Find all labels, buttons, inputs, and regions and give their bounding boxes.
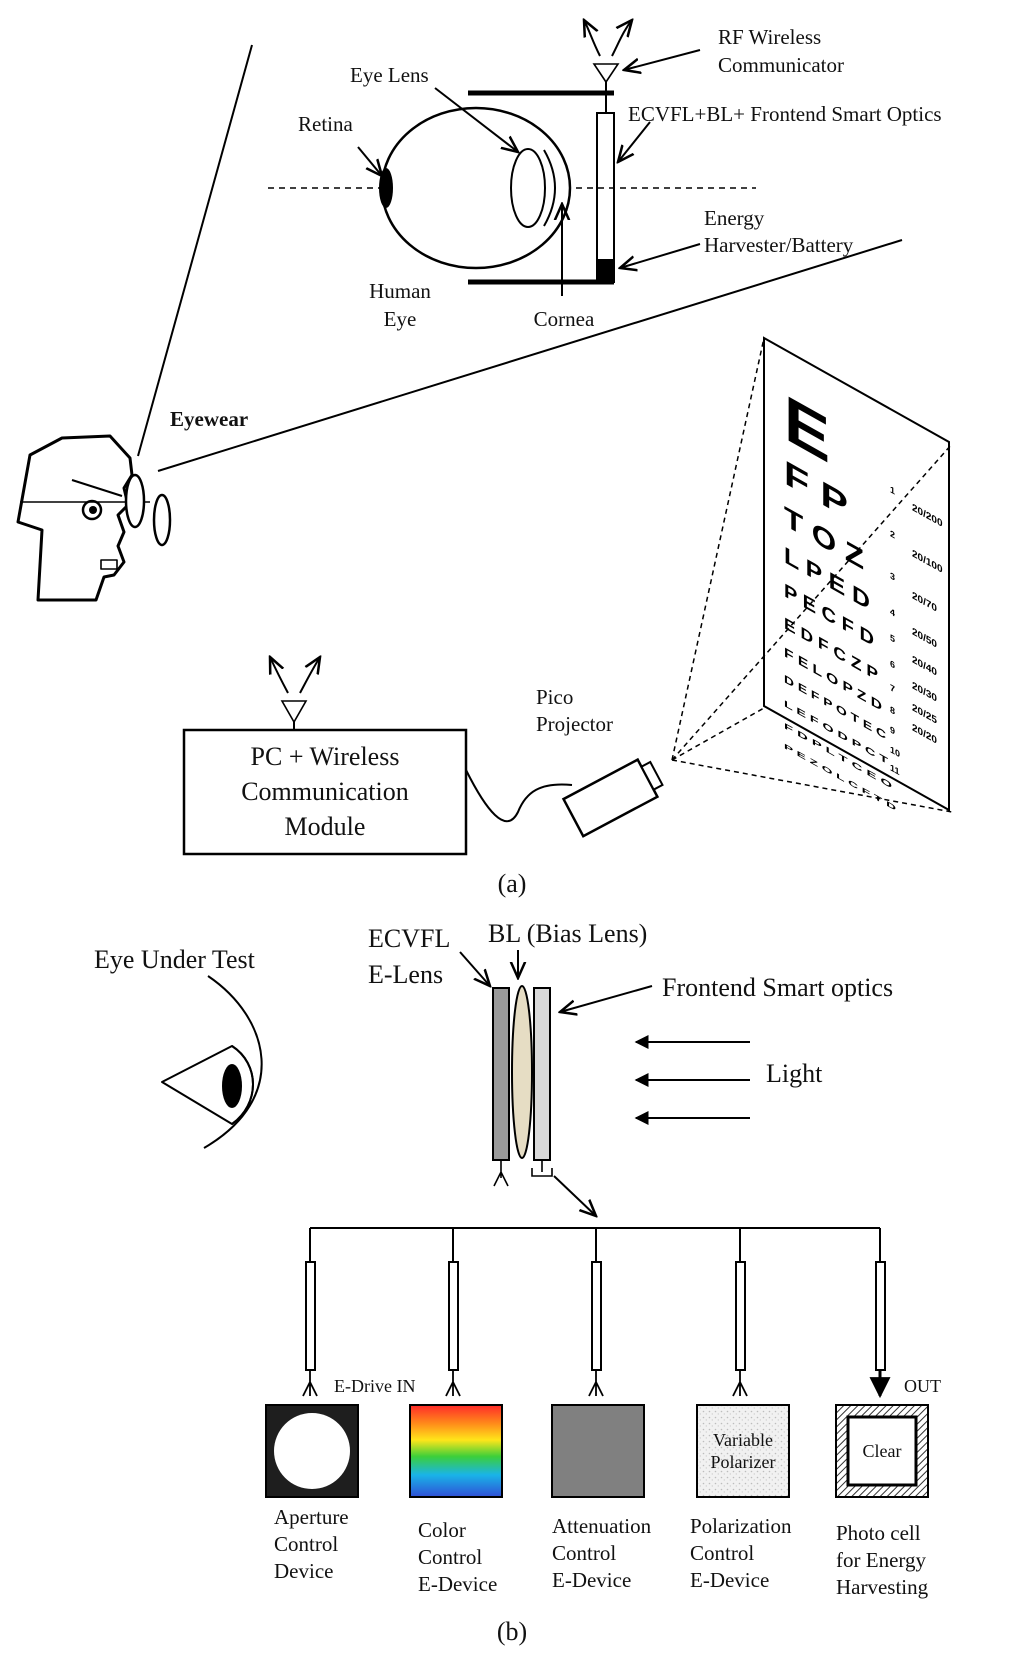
pico-projector-icon <box>561 757 664 838</box>
device-bus <box>309 1227 881 1262</box>
chart-line-number-6: 6 <box>890 659 896 672</box>
polarizer-label: Polarizer <box>711 1452 776 1472</box>
eye-chart: EF PT O ZL P E DP E C F DE D F C Z PF E … <box>763 336 950 813</box>
eye-under-test-icon <box>161 975 263 1149</box>
chart-line-number-4: 4 <box>890 607 896 620</box>
light-label: Light <box>766 1059 823 1088</box>
ecvfl-label-line2: E-Lens <box>368 960 443 989</box>
pc-antenna-icon <box>270 657 320 730</box>
panel-b-caption: (b) <box>497 1617 527 1646</box>
rf-pointer <box>624 49 701 70</box>
device-1-line1: Color <box>418 1518 466 1542</box>
chart-line-number-5: 5 <box>890 633 896 646</box>
chart-line-number-1: 1 <box>890 485 896 498</box>
eye-lens-shape <box>510 148 546 228</box>
frontend-bus-pointer <box>553 1175 596 1216</box>
device-2-line1: Attenuation <box>552 1514 652 1538</box>
chart-line-number-10: 10 <box>890 745 900 761</box>
device-2-line3: E-Device <box>552 1568 631 1592</box>
ecvfl-label-line1: ECVFL <box>368 924 450 953</box>
eye-lens-pointer <box>434 87 518 152</box>
pc-label-line3: Module <box>285 812 366 841</box>
device-4-line1: Photo cell <box>836 1521 921 1545</box>
chart-line-number-11: 11 <box>890 763 900 779</box>
pc-wireless-module <box>182 728 468 856</box>
retina-pointer <box>357 146 382 176</box>
device-cables <box>305 1261 886 1371</box>
out-label: OUT <box>904 1376 941 1396</box>
frontend-smart-optics <box>533 987 551 1161</box>
rf-label-line1: RF Wireless <box>718 25 821 49</box>
frontend-optics-label: Frontend Smart optics <box>662 973 893 1002</box>
projection-cone <box>671 337 953 813</box>
chart-line-number-7: 7 <box>890 683 895 696</box>
eyewear-projection-line-bottom <box>157 239 903 472</box>
human-eye-label-line2: Eye <box>384 307 417 331</box>
device-3-line1: Polarization <box>690 1514 792 1538</box>
ecvfl-pointer <box>459 951 490 986</box>
chart-line-number-3: 3 <box>890 571 896 584</box>
aperture-control-device <box>265 1404 359 1498</box>
device-1-line2: Control <box>418 1545 482 1569</box>
retina-label: Retina <box>298 112 353 136</box>
human-eye-label-line1: Human <box>369 279 431 303</box>
chart-line-number-9: 9 <box>890 725 896 738</box>
battery-block <box>597 259 614 282</box>
variable-label: Variable <box>713 1430 773 1450</box>
device-3-line2: Control <box>690 1541 754 1565</box>
energy-label-line2: Harvester/Battery <box>704 233 854 257</box>
eyewear-label: Eyewear <box>170 407 248 431</box>
pc-label-line2: Communication <box>241 777 409 806</box>
clear-label: Clear <box>863 1441 902 1461</box>
light-arrows <box>634 1035 750 1125</box>
pico-label-line2: Projector <box>536 712 613 736</box>
panel-a-caption: (a) <box>498 869 527 898</box>
lens-electrodes <box>493 1160 553 1187</box>
frontend-pointer <box>618 121 651 162</box>
device-captions: Aperture Control Device Color Control E-… <box>274 1505 929 1599</box>
frontend-pointer-b <box>560 985 653 1012</box>
e-drive-label: E-Drive IN <box>334 1376 415 1396</box>
polarization-control-device: Variable Polarizer <box>696 1404 790 1498</box>
pupil-mark <box>222 1064 242 1108</box>
attenuation-control-device <box>551 1404 645 1498</box>
rf-label-line2: Communicator <box>718 53 844 77</box>
cornea-label: Cornea <box>534 307 595 331</box>
ecvfl-frontend-label: ECVFL+BL+ Frontend Smart Optics <box>628 102 942 126</box>
projector-cable <box>465 769 573 823</box>
chart-line-number-8: 8 <box>890 705 896 718</box>
chart-line-number-2: 2 <box>890 529 895 542</box>
pc-label-line1: PC + Wireless <box>251 742 400 771</box>
energy-label-line1: Energy <box>704 206 765 230</box>
ecvfl-e-lens <box>492 987 510 1161</box>
device-connectors <box>302 1370 891 1399</box>
pico-label-line1: Pico <box>536 685 573 709</box>
human-eye-schematic <box>379 106 572 270</box>
eye-under-test-label: Eye Under Test <box>94 945 256 974</box>
head-with-eyewear-icon <box>16 434 172 602</box>
bias-lens <box>511 985 533 1159</box>
lens-stack <box>492 985 551 1161</box>
bias-lens-label: BL (Bias Lens) <box>488 919 647 948</box>
color-control-device <box>409 1404 503 1498</box>
eyewear-projection-line-top <box>137 44 253 457</box>
device-0-line2: Control <box>274 1532 338 1556</box>
eyewear-frame <box>468 80 615 285</box>
rf-antenna-icon <box>584 20 632 84</box>
device-0-line1: Aperture <box>274 1505 349 1529</box>
device-1-line3: E-Device <box>418 1572 497 1596</box>
energy-pointer <box>620 243 701 268</box>
device-0-line3: Device <box>274 1559 333 1583</box>
photo-cell-device: Clear <box>835 1404 929 1498</box>
device-2-line2: Control <box>552 1541 616 1565</box>
eye-lens-label: Eye Lens <box>350 63 429 87</box>
device-3-line3: E-Device <box>690 1568 769 1592</box>
device-4-line2: for Energy <box>836 1548 926 1572</box>
device-4-line3: Harvesting <box>836 1575 929 1599</box>
chart-line-numbers: 1 2 3 4 5 6 7 8 9 10 11 <box>890 485 900 779</box>
